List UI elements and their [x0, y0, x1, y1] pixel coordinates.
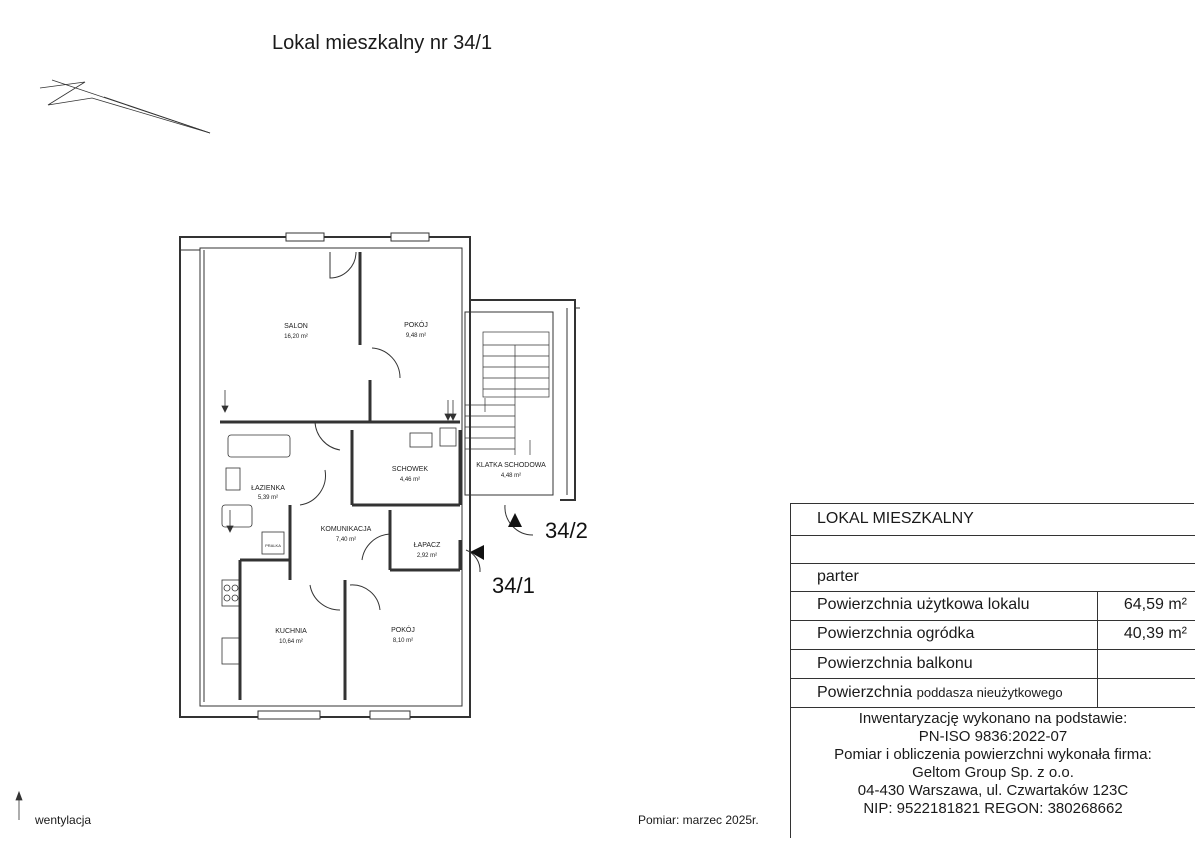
room-area-schowek: 4,46 m² — [400, 477, 420, 483]
room-name-pokoj-2: POKÓJ — [391, 625, 415, 634]
usable-area-value: 64,59 m² — [1123, 596, 1187, 613]
note-line: Pomiar i obliczenia powierzchni wykonała… — [834, 746, 1152, 763]
room-name-kuchnia: KUCHNIA — [275, 628, 307, 635]
note-line: Geltom Group Sp. z o.o. — [912, 764, 1074, 781]
room-area-komunikacja: 7,40 m² — [336, 537, 356, 543]
floor-label: parter — [817, 568, 859, 585]
room-area-salon: 16,20 m² — [284, 334, 308, 340]
entrance-arrow-icon-34-2 — [508, 513, 522, 527]
balcony-area-row: Powierzchnia balkonu — [791, 650, 1195, 679]
attic-area-row: Powierzchnia poddasza nieużytkowego — [791, 679, 1195, 708]
room-name-pokoj-1: POKÓJ — [404, 320, 428, 329]
bathtub-icon — [227, 434, 291, 458]
appliance-label: PRALKA — [265, 543, 281, 548]
note-line: NIP: 9522181821 REGON: 380268662 — [863, 800, 1123, 817]
garden-area-row: Powierzchnia ogródka 40,39 m² — [791, 621, 1195, 650]
room-area-lazienka: 5,39 m² — [258, 495, 278, 501]
note-line: PN-ISO 9836:2022-07 — [918, 728, 1068, 745]
staircase — [465, 331, 550, 455]
garden-area-label: Powierzchnia ogródka — [817, 625, 975, 642]
usable-area-row: Powierzchnia użytkowa lokalu 64,59 m² — [791, 592, 1195, 621]
room-area-kuchnia: 10,64 m² — [279, 639, 303, 645]
room-name-lapacz: ŁAPACZ — [414, 542, 441, 549]
stove-icon — [221, 579, 241, 607]
room-area-lapacz: 2,92 m² — [417, 553, 437, 559]
toilet-icon — [221, 504, 253, 528]
attic-area-label: Powierzchnia poddasza nieużytkowego — [817, 684, 1063, 702]
sink-icon — [225, 467, 241, 491]
room-area-pokoj-2: 8,10 m² — [393, 638, 413, 644]
table-header: LOKAL MIESZKALNY — [817, 510, 974, 527]
table-empty-row — [791, 536, 1195, 564]
room-name-schowek: SCHOWEK — [392, 466, 429, 473]
unit-label-34-2: 34/2 — [545, 518, 588, 543]
note-line: 04-430 Warszawa, ul. Czwartaków 123C — [857, 782, 1129, 799]
balcony-area-label: Powierzchnia balkonu — [817, 655, 973, 672]
page-title: Lokal mieszkalny nr 34/1 — [272, 32, 493, 54]
unit-label-34-1: 34/1 — [492, 573, 535, 598]
north-arrow-icon — [39, 79, 211, 134]
entrance-arrow-icon-34-1 — [470, 545, 484, 560]
kitchen-sink-icon — [221, 637, 241, 665]
table-floor-row: parter — [791, 564, 1195, 592]
walls — [179, 236, 580, 718]
room-name-lazienka: ŁAZIENKA — [251, 485, 285, 492]
room-name-klatka: KLATKA SCHODOWA — [476, 462, 546, 469]
fixtures — [221, 427, 457, 665]
usable-area-label: Powierzchnia użytkowa lokalu — [817, 596, 1030, 613]
ventilation-legend-icon — [15, 790, 23, 820]
ventilation-legend-label: wentylacja — [35, 813, 92, 827]
info-table: LOKAL MIESZKALNY parter Powierzchnia uży… — [790, 503, 1195, 838]
attic-area-label-main: Powierzchnia — [817, 684, 913, 701]
survey-notes: Inwentaryzację wykonano na podstawie: PN… — [791, 710, 1195, 818]
table-header-row: LOKAL MIESZKALNY — [791, 504, 1195, 536]
room-labels: SALON 16,20 m² POKÓJ 9,48 m² ŁAZIENKA 5,… — [251, 320, 546, 645]
room-name-salon: SALON — [284, 323, 308, 330]
room-name-komunikacja: KOMUNIKACJA — [321, 526, 372, 533]
garden-area-value: 40,39 m² — [1123, 625, 1187, 642]
boiler-icon — [409, 432, 433, 448]
washing-machine-icon — [261, 531, 285, 555]
room-area-pokoj-1: 9,48 m² — [406, 333, 426, 339]
ventilation-arrows — [221, 390, 457, 533]
survey-date: Pomiar: marzec 2025r. — [638, 813, 759, 827]
attic-area-label-small: poddasza nieużytkowego — [916, 685, 1063, 700]
note-line: Inwentaryzację wykonano na podstawie: — [858, 710, 1128, 727]
room-area-klatka: 4,48 m² — [501, 473, 521, 479]
windows — [257, 232, 430, 720]
